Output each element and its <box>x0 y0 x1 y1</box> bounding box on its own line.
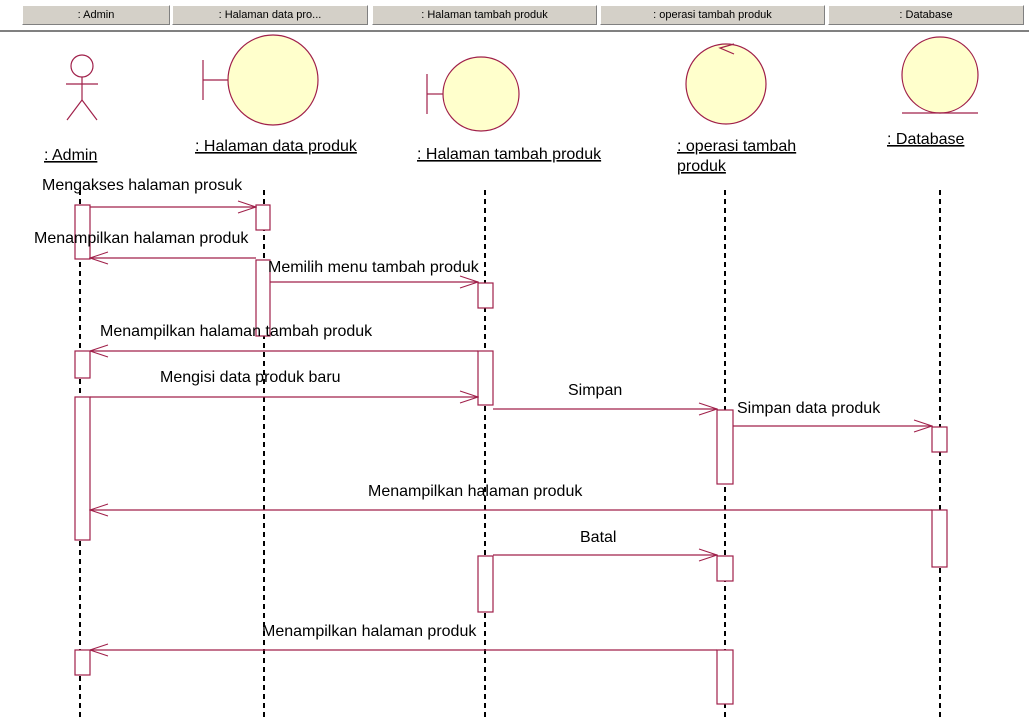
object-label-operasi-line2: produk <box>677 158 727 175</box>
activation-admin-3 <box>74 396 91 541</box>
activation-halaman-tambah-3 <box>477 555 494 613</box>
actor-admin-icon[interactable] <box>66 54 98 121</box>
object-label-database: : Database <box>887 131 964 148</box>
message-label-8: Menampilkan halaman produk <box>368 483 583 500</box>
tab-admin[interactable]: : Admin <box>22 5 170 25</box>
tab-halaman-tambah[interactable]: : Halaman tambah produk <box>372 5 597 25</box>
message-label-4: Menampilkan halaman tambah produk <box>100 323 373 340</box>
message-label-5: Mengisi data produk baru <box>160 369 341 386</box>
activation-operasi-1 <box>716 409 734 485</box>
activation-database-1 <box>931 426 948 453</box>
boundary-halaman-data-icon[interactable] <box>202 34 319 126</box>
activation-halaman-tambah-1 <box>477 282 494 309</box>
tab-operasi[interactable]: : operasi tambah produk <box>600 5 825 25</box>
control-operasi-icon[interactable] <box>685 43 767 125</box>
message-label-2: Menampilkan halaman produk <box>34 230 249 247</box>
message-label-10: Menampilkan halaman produk <box>262 623 477 640</box>
header-bar: : Admin : Halaman data pro... : Halaman … <box>0 0 1029 32</box>
message-label-7: Simpan data produk <box>737 400 881 417</box>
object-label-operasi-line1: : operasi tambah <box>677 138 796 155</box>
header-divider <box>0 30 1029 32</box>
activation-operasi-3 <box>716 649 734 705</box>
activation-admin-2 <box>74 350 91 379</box>
tab-database[interactable]: : Database <box>828 5 1024 25</box>
message-label-9: Batal <box>580 529 616 546</box>
message-label-3: Memilih menu tambah produk <box>268 259 480 276</box>
activation-halaman-data-2 <box>255 259 271 337</box>
boundary-halaman-tambah-icon[interactable] <box>426 56 520 132</box>
object-label-halaman-data: : Halaman data produk <box>195 138 358 155</box>
message-label-6: Simpan <box>568 382 622 399</box>
object-label-halaman-tambah: : Halaman tambah produk <box>417 146 602 163</box>
object-label-admin: : Admin <box>44 147 97 164</box>
tab-halaman-data[interactable]: : Halaman data pro... <box>172 5 368 25</box>
message-label-1: Mengakses halaman prosuk <box>42 177 243 194</box>
activation-admin-4 <box>74 649 91 676</box>
activation-halaman-data-1 <box>255 204 271 231</box>
activation-operasi-2 <box>716 555 734 582</box>
entity-database-icon[interactable] <box>901 36 979 114</box>
activation-halaman-tambah-2 <box>477 350 494 406</box>
activation-admin-1 <box>74 204 91 260</box>
activation-database-2 <box>931 509 948 568</box>
